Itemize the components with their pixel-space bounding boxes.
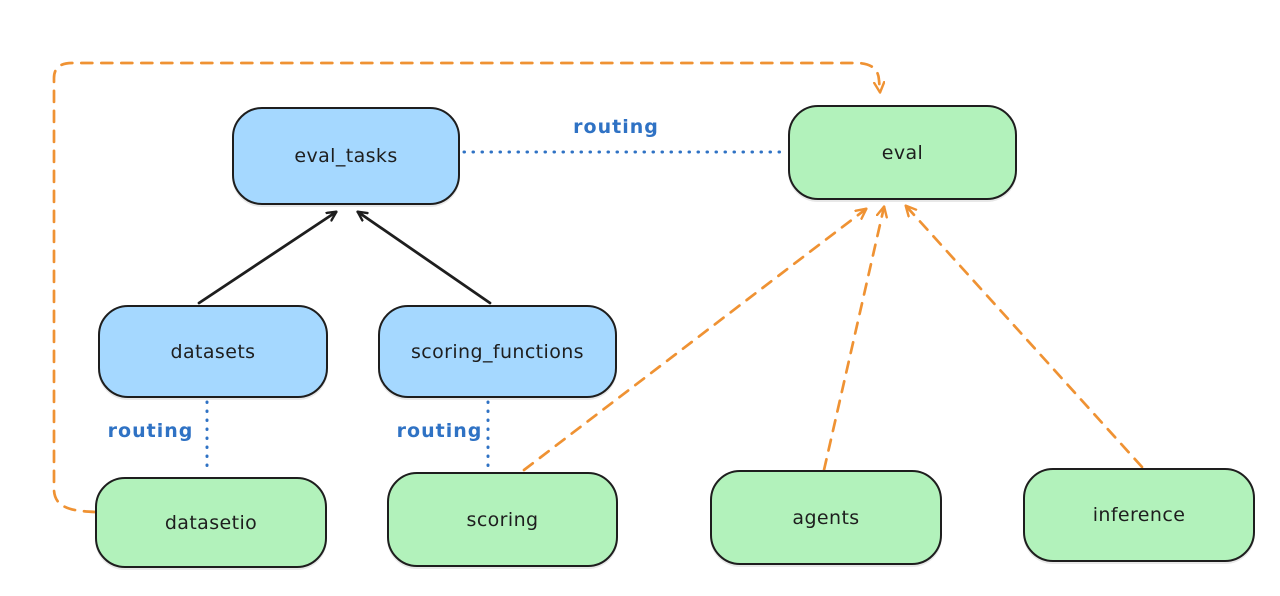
node-datasets: datasets [98,305,328,398]
edge-agents-to-eval [822,207,884,472]
node-scoring-functions: scoring_functions [378,305,617,398]
node-scoring: scoring [387,472,618,567]
routing-label-scoring-functions-scoring: routing [396,420,483,442]
node-scoring-functions-label: scoring_functions [411,340,584,363]
edge-scoring-functions-to-eval-tasks [358,212,492,305]
node-eval-label: eval [881,141,924,164]
node-eval-tasks-label: eval_tasks [294,145,398,167]
node-agents-label: agents [792,506,860,529]
node-scoring-label: scoring [466,508,539,531]
routing-label-eval-tasks-eval: routing [573,116,659,138]
node-datasets-label: datasets [170,340,256,363]
edge-datasetio-to-eval [52,61,880,514]
routing-label-datasets-datasetio: routing [107,420,194,442]
edge-inference-to-eval [906,206,1144,469]
node-inference-label: inference [1092,504,1186,526]
node-agents: agents [710,470,942,565]
edge-datasets-to-eval-tasks [197,212,336,305]
edge-scoring-to-eval [522,209,866,472]
node-datasetio-label: datasetio [164,511,258,534]
node-eval-tasks: eval_tasks [232,107,460,205]
node-eval: eval [788,105,1017,200]
node-inference: inference [1023,468,1255,562]
node-datasetio: datasetio [95,477,327,568]
